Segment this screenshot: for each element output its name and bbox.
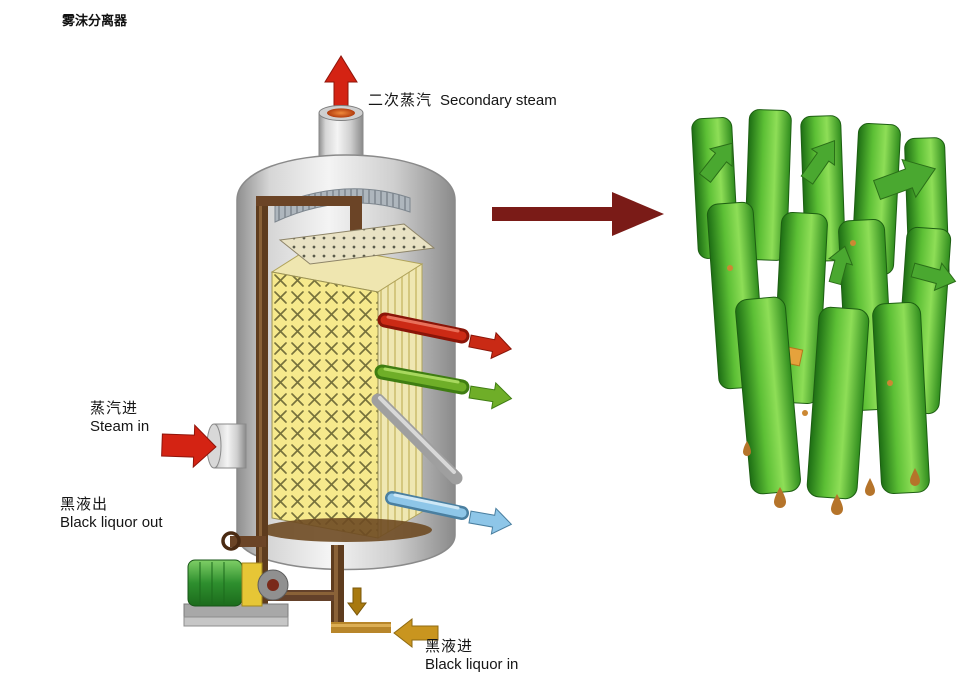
label-black-liquor-in: 黑液进 Black liquor in: [425, 638, 518, 674]
demister-plate: [735, 296, 801, 495]
outlet-arrow-green-icon: [468, 381, 513, 410]
label-black-liquor-out-zh: 黑液出: [60, 496, 109, 513]
flow-arrow-green-icon: [828, 245, 854, 286]
recirculation-pump-assembly: [183, 505, 289, 627]
outlet-pipe-green: [374, 364, 513, 410]
liquor-pool: [260, 518, 432, 542]
black-liquor-in-arrow-icon: [393, 617, 439, 649]
label-secondary-steam-zh: 二次蒸汽: [368, 92, 433, 109]
plate-pack: [270, 243, 424, 539]
demister-plate: [744, 109, 792, 261]
label-steam-in-en: Steam in: [90, 418, 150, 435]
flow-arrow-green-icon: [800, 139, 836, 185]
plate-pack-front: [271, 271, 379, 539]
label-black-liquor-in-en: Black liquor in: [425, 656, 519, 673]
flow-arrow-green-icon: [910, 262, 957, 292]
support-tube: [371, 393, 463, 485]
outlet-arrow-blue-icon: [468, 507, 513, 535]
outlet-pipe-blue: [385, 491, 513, 535]
label-black-liquor-out-en: Black liquor out: [60, 514, 163, 531]
plate-detail-illustration: [691, 109, 957, 515]
demister-plate: [806, 306, 870, 500]
valve: [221, 531, 266, 551]
page-title: 雾沫分离器: [62, 13, 128, 28]
label-steam-in-zh: 蒸汽进: [90, 400, 139, 417]
label-steam-in: 蒸汽进 Steam in: [90, 400, 149, 436]
label-secondary-steam: 二次蒸汽 Secondary steam: [368, 92, 557, 110]
separator-vessel: [161, 55, 513, 571]
outlet-arrow-red-icon: [468, 331, 513, 360]
internal-feed-pipe: [256, 196, 362, 530]
downflow-arrow-icon: [347, 587, 367, 616]
pump-head: [257, 569, 289, 601]
outlet-pipe-red: [377, 312, 513, 360]
label-black-liquor-in-zh: 黑液进: [425, 638, 474, 655]
flow-arrow-green-icon: [698, 142, 733, 184]
liquor-droplets: [727, 240, 920, 515]
top-nozzle: [318, 105, 364, 158]
demister-plates-front: [735, 296, 930, 500]
bottom-piping: [268, 545, 439, 649]
demister-plate: [872, 301, 930, 495]
valve-handwheel-icon: [221, 531, 241, 551]
steam-in-arrow-icon: [161, 423, 217, 469]
detail-transfer-arrow-icon: [492, 192, 664, 236]
label-secondary-steam-en: Secondary steam: [440, 92, 557, 109]
secondary-steam-arrow-icon: [324, 55, 358, 109]
label-black-liquor-out: 黑液出 Black liquor out: [60, 496, 163, 532]
flow-arrow-green-large-icon: [872, 158, 937, 201]
distribution-tray: [278, 223, 436, 265]
pump-motor: [187, 559, 243, 607]
